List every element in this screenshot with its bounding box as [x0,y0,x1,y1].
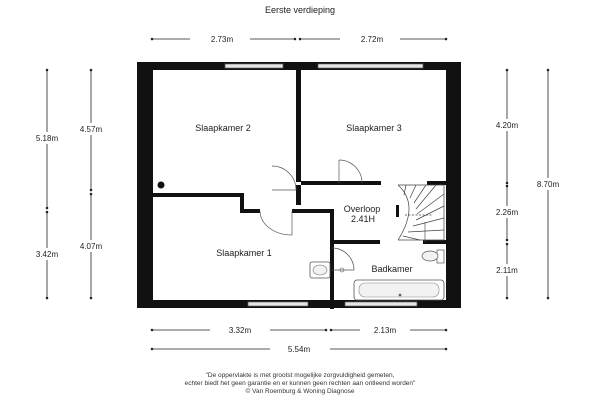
footer-line-3: © Van Roemburg & Woning Diagnose [246,387,355,395]
bathtub [353,279,445,301]
dim-bottom-left: 3.32m [229,326,252,335]
plan-title: Eerste verdieping [265,5,335,15]
staircase [397,184,445,241]
dim-left-inner-bottom: 4.07m [80,242,103,251]
footer-line-2: echter biedt het geen garantie en er kun… [185,380,416,387]
dim-right-inner-mid: 2.26m [496,208,519,217]
room-height-overloop: 2.41H [351,214,375,224]
riser-marker [157,181,165,189]
sink [309,261,345,279]
room-label-overloop: Overloop [344,204,381,214]
dim-bottom-right: 2.13m [374,326,397,335]
dimension-label-backgrounds [29,33,566,355]
dim-right-outer: 8.70m [537,180,560,189]
dim-left-inner-top: 4.57m [80,125,103,134]
dim-top-right: 2.72m [361,35,384,44]
footer-line-1: "De oppervlakte is met grootst mogelijke… [206,372,395,379]
toilet [421,249,445,264]
dim-right-inner-top: 4.20m [496,121,519,130]
room-label-slaapkamer-1: Slaapkamer 1 [216,248,272,258]
doors [259,159,426,271]
walls [137,62,461,309]
dim-right-inner-bottom: 2.11m [496,266,518,275]
dim-bottom-total: 5.54m [288,345,311,354]
dim-left-outer-top: 5.18m [36,134,59,143]
dim-top-left: 2.73m [211,35,234,44]
room-label-badkamer: Badkamer [371,264,412,274]
stair-marker [396,205,399,217]
room-label-slaapkamer-2: Slaapkamer 2 [195,123,251,133]
room-label-slaapkamer-3: Slaapkamer 3 [346,123,402,133]
dim-left-outer-bottom: 3.42m [36,250,59,259]
